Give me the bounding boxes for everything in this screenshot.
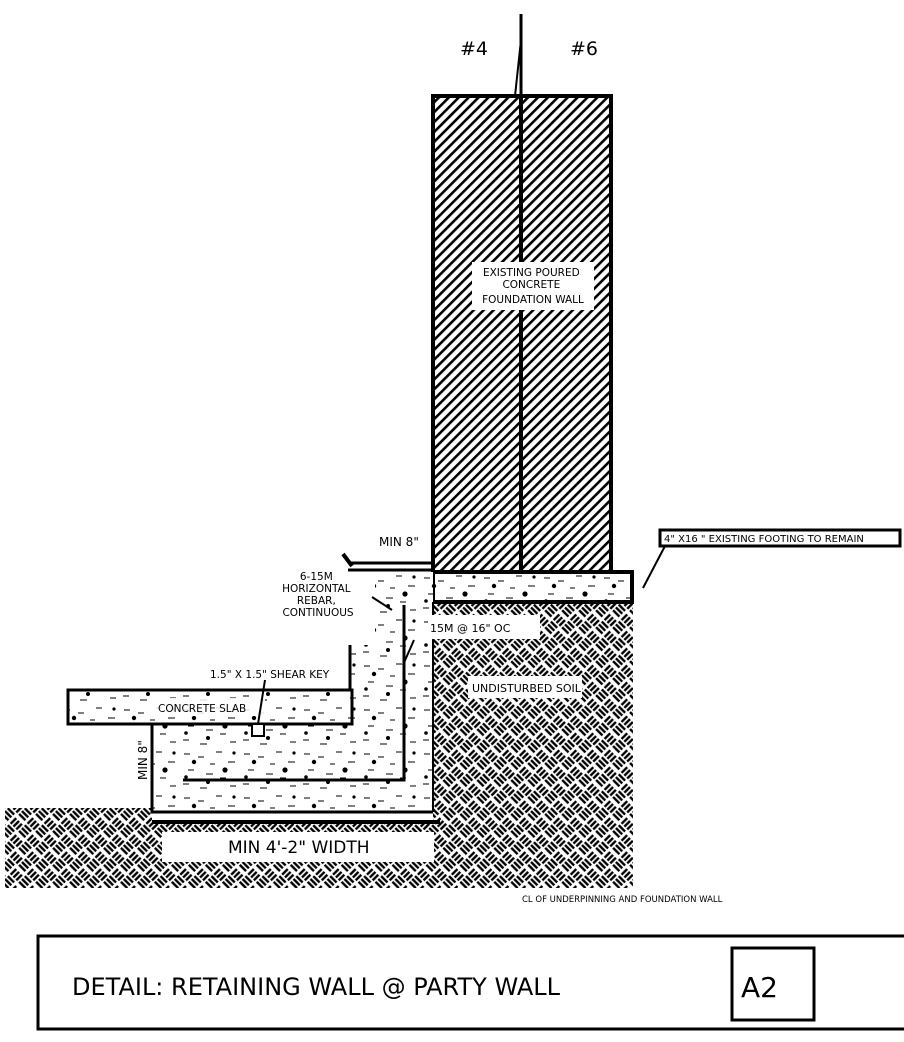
- wall-label: EXISTING POURED CONCRETE FOUNDATION WALL: [482, 267, 584, 306]
- underpinning-concrete: [152, 572, 433, 812]
- width-dimension-label: MIN 4'-2" WIDTH: [228, 838, 370, 858]
- vertical-rebar-label: 15M @ 16" OC: [430, 622, 511, 635]
- title-block: DETAIL: RETAINING WALL @ PARTY WALL A2: [36, 934, 904, 1031]
- min-top-dimension: MIN 8": [379, 535, 419, 549]
- soil-label: UNDISTURBED SOIL: [472, 682, 582, 695]
- detail-title: DETAIL: RETAINING WALL @ PARTY WALL: [72, 973, 561, 1001]
- min-side-dimension: MIN 8": [136, 740, 150, 780]
- shear-key: [251, 723, 265, 737]
- soil-left: [5, 808, 152, 888]
- centerline-label: CL OF UNDERPINNING AND FOUNDATION WALL: [522, 895, 723, 905]
- sheet-number: A2: [741, 971, 778, 1004]
- shear-key-label: 1.5" X 1.5" SHEAR KEY: [210, 669, 330, 681]
- rebar-leader-lines: [514, 14, 523, 97]
- footing-label: 4" X16 " EXISTING FOOTING TO REMAIN: [664, 534, 864, 545]
- undisturbed-soil: [433, 602, 633, 888]
- rebar-tag-right: #6: [570, 38, 598, 60]
- wall-label-bg: [472, 262, 594, 310]
- horizontal-rebar-label: 6-15M HORIZONTAL REBAR, CONTINUOUS: [282, 571, 354, 619]
- existing-footing: [431, 570, 634, 604]
- rebar-tag-left: #4: [460, 38, 488, 60]
- slab-label: CONCRETE SLAB: [158, 703, 246, 715]
- width-label-bg: [162, 832, 434, 862]
